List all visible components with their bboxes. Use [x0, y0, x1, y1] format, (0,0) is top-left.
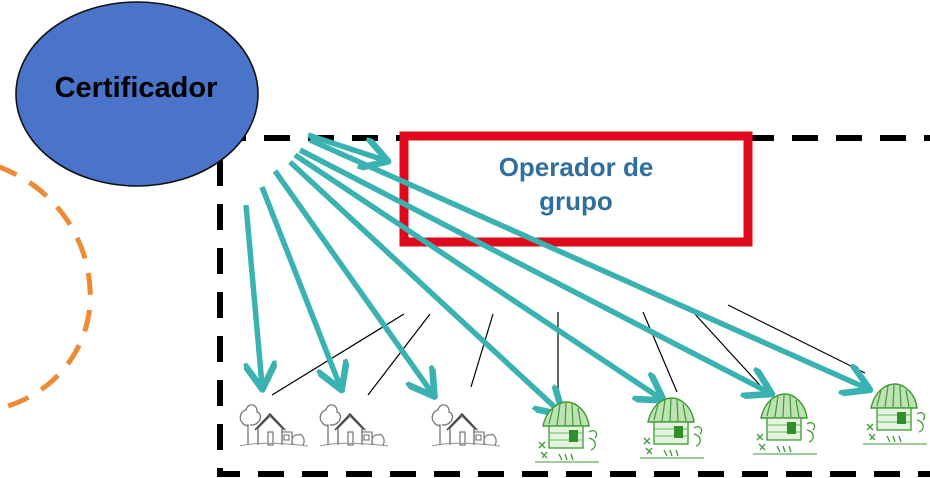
member-hut-3	[752, 393, 818, 455]
member-link-5	[642, 311, 678, 393]
member-sketch-house-2	[319, 404, 389, 447]
arrow-to-member-1	[243, 204, 262, 385]
operator-label-line1: Operador de	[498, 152, 654, 182]
member-hut-2	[639, 397, 705, 459]
member-links	[271, 304, 866, 396]
arrow-to-member-6	[298, 147, 768, 392]
arrow-to-member-2	[259, 185, 340, 386]
certifier-label: Certificador	[54, 72, 218, 104]
orange-dashed-boundary	[0, 164, 93, 411]
member-sketch-house-3	[431, 404, 501, 447]
operator-label: Operador de grupo	[404, 150, 748, 218]
member-link-6	[692, 311, 769, 395]
member-link-3	[470, 313, 494, 388]
operator-label-line2: grupo	[539, 186, 613, 216]
arrow-to-member-4	[288, 159, 560, 412]
member-sketch-house-1	[239, 404, 309, 447]
operator-box	[399, 131, 753, 247]
arrow-to-member-7	[308, 137, 866, 388]
certification-arrows	[243, 132, 866, 412]
arrow-to-operator	[307, 132, 384, 160]
certifier-node	[15, 1, 259, 187]
member-hut-4	[862, 383, 928, 445]
member-link-7	[727, 304, 866, 374]
arrow-to-member-3	[272, 169, 432, 393]
member-hut-1	[534, 401, 600, 463]
arrow-to-member-5	[293, 152, 660, 398]
member-link-2	[367, 313, 431, 396]
member-link-1	[271, 313, 405, 396]
